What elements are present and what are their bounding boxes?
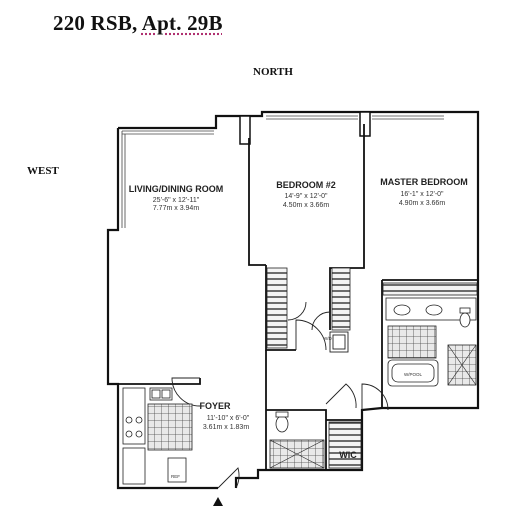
foyer-name: FOYER: [199, 401, 231, 411]
second-bath: [269, 411, 325, 469]
wic-name: WIC: [339, 450, 357, 460]
address-text: 220 RSB,: [53, 11, 138, 35]
living-imperial: 25'-6" x 12'-11": [153, 197, 200, 204]
master-imperial: 16'-1" x 12'-0": [400, 191, 444, 198]
bedroom2-metric: 4.50m x 3.66m: [283, 202, 329, 209]
foyer-imperial: 11'-10" x 6'-0": [207, 415, 250, 422]
master-name: MASTER BEDROOM: [380, 177, 468, 187]
bedroom-2: BEDROOM #2 14'-9" x 12'-0" 4.50m x 3.66m: [276, 180, 336, 209]
bedroom2-name: BEDROOM #2: [276, 180, 336, 190]
foyer: FOYER 11'-10" x 6'-0" 3.61m x 1.83m: [199, 401, 249, 431]
master-bedroom: MASTER BEDROOM 16'-1" x 12'-0" 4.90m x 3…: [380, 177, 468, 207]
plan-title: 220 RSB, Apt. 29B: [53, 11, 223, 36]
master-bath: [385, 297, 477, 387]
living-metric: 7.77m x 3.94m: [153, 205, 199, 212]
bedroom2-imperial: 14'-9" x 12'-0": [284, 193, 328, 200]
tub-label: W/POOL: [404, 372, 422, 377]
living-dining-room: LIVING/DINING ROOM 25'-6" x 12'-11" 7.77…: [129, 184, 224, 212]
entry-arrow-icon: [213, 497, 223, 506]
master-metric: 4.90m x 3.66m: [399, 200, 445, 207]
washer-dryer-label: W/D: [323, 336, 332, 341]
ref-label: REF: [171, 474, 180, 479]
west-label: WEST: [27, 165, 59, 177]
living-name: LIVING/DINING ROOM: [129, 184, 224, 194]
foyer-metric: 3.61m x 1.83m: [203, 424, 249, 431]
interior-walls: [118, 124, 478, 470]
doors: [171, 301, 389, 489]
kitchen: [122, 387, 193, 485]
closets: [266, 267, 478, 469]
north-label: NORTH: [253, 66, 293, 78]
washer-dryer: [329, 331, 349, 353]
apartment-text: Apt. 29B: [141, 11, 223, 35]
windows: [121, 111, 444, 228]
